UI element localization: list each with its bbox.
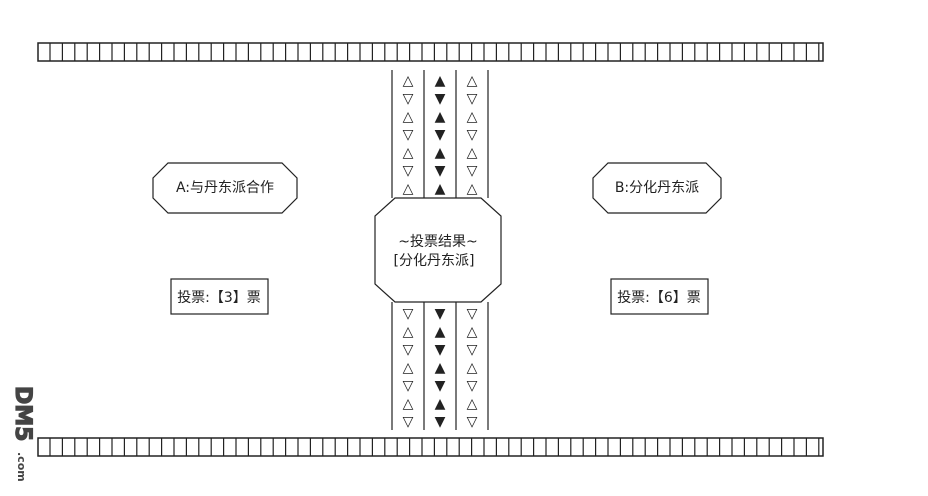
result-box: ~投票结果~ [分化丹东派] xyxy=(374,197,502,303)
upper-arrow-glyph: ▽ xyxy=(403,163,414,179)
lower-arrow-glyph: △ xyxy=(467,396,478,412)
option-b-box: B:分化丹东派 xyxy=(592,162,722,214)
lower-arrow-glyph: △ xyxy=(403,360,414,376)
lower-arrow-glyph: ▽ xyxy=(403,378,414,394)
option-a-votes: 投票:【3】票 xyxy=(177,290,261,306)
upper-arrow-glyph: △ xyxy=(403,181,414,197)
upper-arrow-glyph: ▽ xyxy=(467,91,478,107)
option-a-label: A:与丹东派合作 xyxy=(176,180,274,196)
upper-arrow-glyph: ▽ xyxy=(403,127,414,143)
lower-arrow-glyph: ▼ xyxy=(435,378,446,394)
option-a-votes-box: 投票:【3】票 xyxy=(170,278,269,315)
upper-arrow-glyph: ▽ xyxy=(403,91,414,107)
lower-arrow-glyph: ▼ xyxy=(435,414,446,430)
lower-arrow-glyph: ▽ xyxy=(403,342,414,358)
upper-arrow-glyph: ▲ xyxy=(435,109,446,125)
upper-arrow-glyph: ▲ xyxy=(435,73,446,89)
watermark-text: DM5 xyxy=(10,386,35,441)
upper-arrow-glyph: △ xyxy=(403,109,414,125)
top-rail xyxy=(37,42,824,62)
column-rails xyxy=(391,70,489,430)
upper-arrow-glyph: △ xyxy=(403,145,414,161)
upper-arrow-glyph: ▽ xyxy=(467,127,478,143)
lower-arrow-glyph: △ xyxy=(403,396,414,412)
lower-arrow-glyph: ▼ xyxy=(435,342,446,358)
option-a-box: A:与丹东派合作 xyxy=(152,162,298,214)
option-b-votes-box: 投票:【6】票 xyxy=(610,278,709,315)
lower-arrow-glyph: ▲ xyxy=(435,360,446,376)
lower-arrow-glyph: ▽ xyxy=(403,306,414,322)
upper-arrow-glyph: ▼ xyxy=(435,91,446,107)
upper-arrow-glyph: △ xyxy=(403,73,414,89)
lower-arrow-glyph: ▼ xyxy=(435,306,446,322)
lower-arrow-glyph: ▽ xyxy=(403,414,414,430)
upper-arrow-column: △ ▲ △ ▽ ▼ ▽ △ ▲ △ ▽ ▼ ▽ △ ▲ △ ▽ ▼ ▽ △ ▲ △ xyxy=(403,73,478,197)
bottom-rail xyxy=(37,437,824,457)
upper-arrow-glyph: △ xyxy=(467,109,478,125)
lower-arrow-glyph: ▽ xyxy=(467,306,478,322)
lower-arrow-column: ▽ ▼ ▽ △ ▲ △ ▽ ▼ ▽ △ ▲ △ ▽ ▼ ▽ △ ▲ △ ▽ ▼ ▽ xyxy=(403,306,478,430)
upper-arrow-glyph: ▼ xyxy=(435,163,446,179)
result-value: [分化丹东派] xyxy=(394,253,475,269)
lower-arrow-glyph: ▽ xyxy=(467,378,478,394)
upper-arrow-glyph: △ xyxy=(467,145,478,161)
lower-arrow-glyph: ▽ xyxy=(467,414,478,430)
result-title: ~投票结果~ xyxy=(398,234,477,250)
lower-arrow-glyph: ▲ xyxy=(435,396,446,412)
dm5-watermark-logo: DM5 .com xyxy=(9,385,35,482)
watermark-suffix: .com xyxy=(15,452,28,482)
lower-arrow-glyph: ▽ xyxy=(467,342,478,358)
lower-arrow-glyph: ▲ xyxy=(435,324,446,340)
upper-arrow-glyph: ▽ xyxy=(467,163,478,179)
lower-arrow-glyph: △ xyxy=(467,324,478,340)
option-b-label: B:分化丹东派 xyxy=(615,180,699,196)
upper-arrow-glyph: ▲ xyxy=(435,145,446,161)
option-b-votes: 投票:【6】票 xyxy=(617,290,701,306)
upper-arrow-glyph: ▼ xyxy=(435,127,446,143)
lower-arrow-glyph: △ xyxy=(467,360,478,376)
lower-arrow-glyph: △ xyxy=(403,324,414,340)
upper-arrow-glyph: △ xyxy=(467,73,478,89)
upper-arrow-glyph: △ xyxy=(467,181,478,197)
upper-arrow-glyph: ▲ xyxy=(435,181,446,197)
